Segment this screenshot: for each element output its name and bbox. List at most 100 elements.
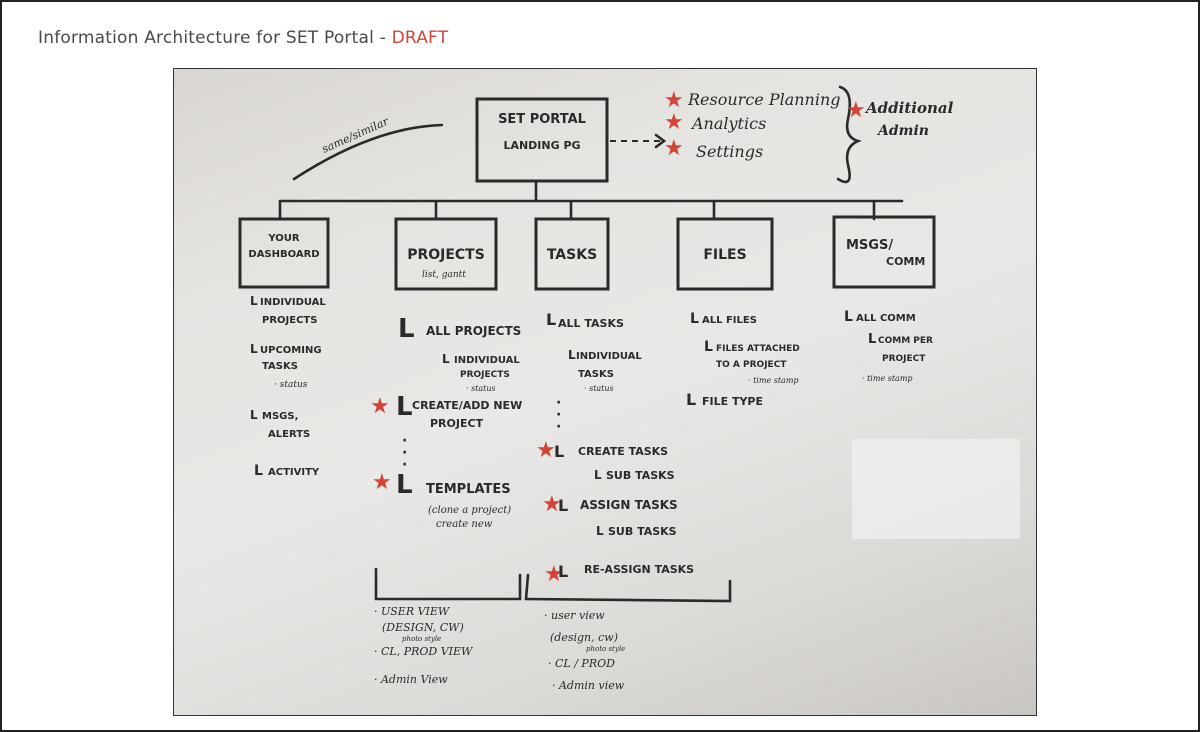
section-box-projects: [394, 217, 498, 291]
msgs-item: · time stamp: [862, 374, 913, 383]
l-mark: L: [250, 408, 258, 422]
projects-item: INDIVIDUAL: [454, 355, 520, 366]
tasks-item: · status: [584, 384, 614, 393]
ellipsis-dot: ·: [402, 433, 407, 449]
admin-item-analytics: Analytics: [690, 114, 766, 133]
views-right-item: · Admin view: [552, 679, 625, 692]
l-mark: L: [250, 342, 258, 356]
admin-arrowhead: [654, 133, 667, 149]
window-reflection: [852, 439, 1020, 539]
tasks-item: INDIVIDUAL: [576, 351, 642, 362]
page-title-text: Information Architecture for SET Portal: [38, 28, 375, 48]
admin-star-icon: ★: [664, 136, 684, 161]
files-item: FILE TYPE: [702, 395, 763, 408]
views-right-item: photo style: [586, 645, 625, 653]
views-bracket-divider: [524, 573, 530, 601]
files-title: FILES: [703, 247, 746, 263]
dashboard-item: MSGS,: [262, 411, 298, 422]
l-mark: L: [868, 332, 876, 347]
create-tasks-star-icon: ★: [536, 438, 556, 463]
landing-box: [475, 97, 609, 183]
dashboard-item: · status: [274, 380, 308, 390]
admin-item-settings: Settings: [696, 142, 763, 161]
section-box-files: [676, 217, 774, 291]
admin-item-resource: Resource Planning: [687, 90, 841, 109]
landing-line2: LANDING PG: [503, 139, 580, 152]
views-left-item: · CL, PROD VIEW: [374, 645, 474, 658]
projects-item: · status: [466, 384, 496, 393]
tasks-title: TASKS: [547, 247, 597, 263]
files-item: TO A PROJECT: [716, 360, 787, 370]
projects-item: PROJECTS: [460, 370, 510, 380]
ellipsis-dot: ·: [556, 419, 561, 435]
additional-star-icon: ★: [846, 98, 866, 123]
whiteboard-drawing: SET PORTAL LANDING PG ★ Resource Plannin…: [238, 85, 1020, 692]
l-mark: L: [554, 442, 564, 461]
section-box-msgs: [832, 215, 936, 289]
ellipsis-dot: ·: [556, 407, 561, 423]
l-mark: L: [568, 348, 576, 362]
ellipsis-dot: ·: [402, 445, 407, 461]
l-mark: L: [686, 390, 696, 409]
section-box-dashboard: [238, 217, 330, 289]
views-left-item: · USER VIEW: [374, 605, 451, 618]
tasks-item: CREATE TASKS: [578, 445, 668, 458]
msgs-item: ALL COMM: [856, 313, 916, 324]
msgs-title2: COMM: [886, 255, 925, 268]
dashboard-item: ALERTS: [268, 429, 310, 440]
l-mark: L: [396, 470, 413, 500]
l-mark: L: [690, 311, 699, 327]
tasks-item: ASSIGN TASKS: [580, 498, 678, 512]
tasks-item: RE-ASSIGN TASKS: [584, 563, 694, 576]
admin-brace: [836, 85, 862, 184]
projects-item: (clone a project): [428, 505, 511, 516]
dashboard-item: INDIVIDUAL: [260, 297, 326, 308]
assign-tasks-star-icon: ★: [542, 492, 562, 517]
views-left-item: photo style: [402, 635, 441, 643]
reassign-tasks-star-icon: ★: [544, 562, 564, 587]
title-separator: -: [374, 28, 392, 48]
same-similar-arc: [292, 123, 444, 181]
tasks-item: TASKS: [578, 369, 614, 380]
l-mark: L: [704, 339, 713, 355]
l-mark: L: [442, 352, 450, 366]
views-left-item: · Admin View: [374, 673, 448, 686]
create-project-star-icon: ★: [370, 394, 390, 419]
dashboard-item: TASKS: [262, 361, 298, 372]
tasks-item: SUB TASKS: [608, 525, 677, 538]
tasks-item: ALL TASKS: [558, 317, 624, 330]
additional-admin-line2: Admin: [876, 123, 929, 139]
ellipsis-dot: ·: [556, 395, 561, 411]
msgs-title1: MSGS/: [846, 238, 893, 253]
views-right-item: · user view: [544, 609, 605, 622]
projects-subtitle: list, gantt: [422, 270, 466, 280]
l-mark: L: [396, 392, 413, 422]
views-bracket-right: [524, 579, 732, 603]
landing-line1: SET PORTAL: [498, 112, 586, 127]
l-mark: L: [844, 309, 853, 325]
projects-item: CREATE/ADD NEW: [412, 399, 522, 412]
files-item: · time stamp: [748, 376, 799, 385]
dashboard-item: UPCOMING: [260, 345, 322, 356]
l-mark: L: [594, 468, 602, 482]
msgs-item: PROJECT: [882, 354, 926, 364]
section-box-tasks: [534, 217, 610, 291]
admin-star-icon: ★: [664, 110, 684, 135]
l-mark: L: [546, 310, 556, 329]
projects-item: ALL PROJECTS: [426, 324, 521, 338]
page-title: Information Architecture for SET Portal …: [38, 28, 448, 48]
additional-admin-line1: Additional: [864, 99, 954, 117]
projects-item: TEMPLATES: [426, 482, 511, 497]
l-mark: L: [558, 496, 568, 515]
files-item: FILES ATTACHED: [716, 344, 800, 354]
l-mark: L: [250, 294, 258, 308]
l-mark: L: [254, 463, 263, 479]
templates-star-icon: ★: [372, 470, 392, 495]
admin-star-icon: ★: [664, 88, 684, 113]
msgs-item: COMM PER: [878, 336, 933, 346]
dashboard-item: PROJECTS: [262, 315, 317, 326]
tasks-item: SUB TASKS: [606, 469, 675, 482]
views-bracket-left: [374, 567, 522, 601]
ellipsis-dot: ·: [402, 457, 407, 473]
